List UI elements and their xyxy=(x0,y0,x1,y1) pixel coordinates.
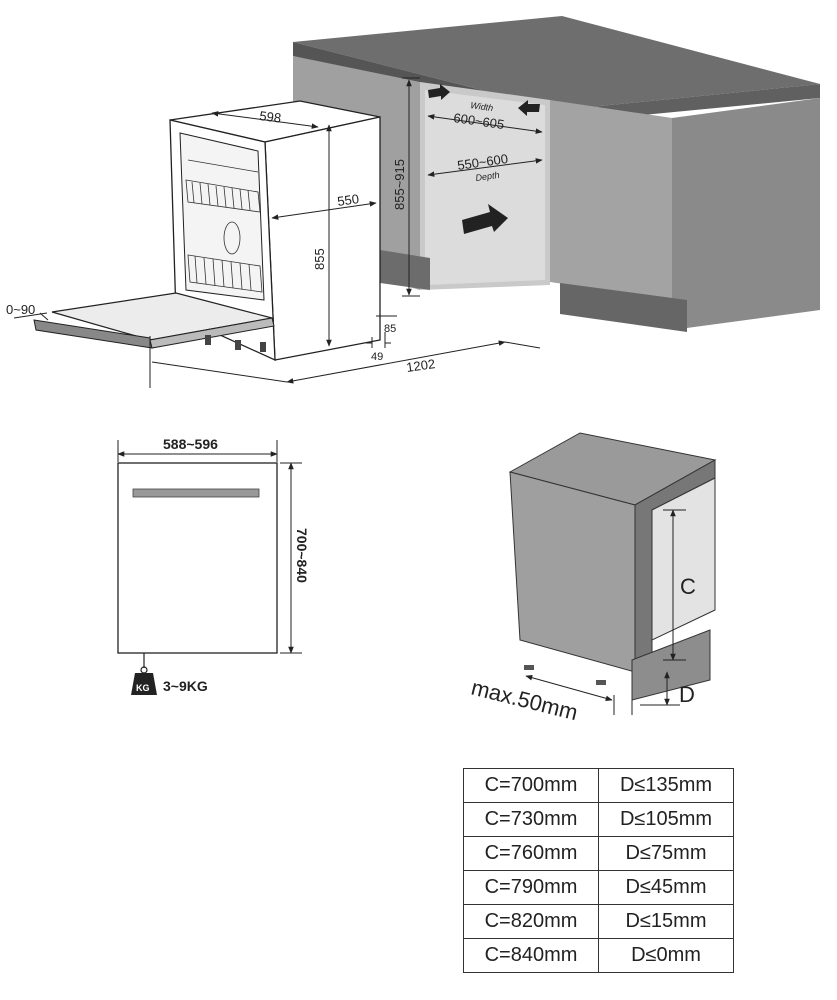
c-label: C xyxy=(680,574,696,599)
weight-badge: KG xyxy=(136,683,150,693)
panel-weight: 3~9KG xyxy=(163,678,208,694)
dishwasher-dimensions xyxy=(13,111,541,388)
dim-550: 550 xyxy=(336,191,360,209)
niche-back xyxy=(425,90,545,285)
dim-1202: 1202 xyxy=(405,356,436,375)
c-value: C=700mm xyxy=(463,768,599,803)
depth-value: 550~600 xyxy=(456,151,509,173)
c-value: C=760mm xyxy=(463,836,599,871)
dim-85: 85 xyxy=(384,323,396,335)
door-panel-face xyxy=(651,477,716,641)
upper-basket xyxy=(185,159,261,213)
tub-interior xyxy=(179,132,265,301)
dim-598: 598 xyxy=(259,108,282,126)
panel-handle xyxy=(132,488,260,498)
plinth-right xyxy=(560,283,687,332)
dim-855-915: 855~915 xyxy=(392,159,407,210)
panel-height: 700~840 xyxy=(294,528,310,583)
width-arrow-right-icon xyxy=(518,100,540,116)
d-value: D≤75mm xyxy=(598,836,734,871)
d-value: D≤0mm xyxy=(598,938,734,973)
lower-basket xyxy=(187,221,263,293)
max-gap-label: max.50mm xyxy=(469,675,581,726)
cabinet-right-front xyxy=(550,100,672,300)
d-value: D≤135mm xyxy=(598,768,734,803)
side-view-diagram xyxy=(508,432,717,715)
d-value: D≤45mm xyxy=(598,870,734,905)
plinth-left xyxy=(380,250,430,290)
panel-width: 588~596 xyxy=(163,436,218,452)
insert-arrow-icon xyxy=(462,204,508,234)
width-label: Width xyxy=(470,100,494,113)
d-label: D xyxy=(679,682,695,707)
countertop-top xyxy=(293,16,820,110)
dishwasher-feet xyxy=(205,335,266,352)
c-value: C=730mm xyxy=(463,802,599,837)
depth-label: Depth xyxy=(475,170,500,183)
c-value: C=790mm xyxy=(463,870,599,905)
dishwasher xyxy=(33,100,381,362)
plinth-board xyxy=(631,629,711,701)
weight-icon xyxy=(131,673,157,695)
width-value: 600~605 xyxy=(453,110,506,132)
c-value: C=820mm xyxy=(463,904,599,939)
dishwasher-side-panel xyxy=(264,116,381,361)
kitchen-cabinet: Width 600~605 550~600 Depth 855~915 xyxy=(293,16,820,332)
appliance-side xyxy=(509,471,636,673)
c-value: C=840mm xyxy=(463,938,599,973)
dim-49: 49 xyxy=(371,351,383,363)
cabinet-right-side xyxy=(672,98,820,330)
door-edge xyxy=(149,317,275,349)
dim-855: 855 xyxy=(312,248,327,270)
d-value: D≤105mm xyxy=(598,802,734,837)
d-value: D≤15mm xyxy=(598,904,734,939)
dim-0-90: 0~90 xyxy=(6,302,35,317)
decor-panel-diagram xyxy=(117,440,302,695)
width-arrow-left-icon xyxy=(428,84,450,100)
